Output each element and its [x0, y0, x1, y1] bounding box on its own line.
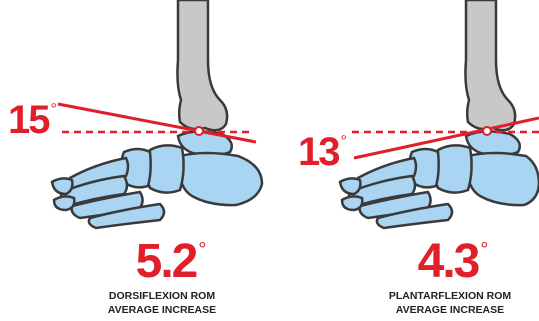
right-shin-bone: [465, 0, 515, 130]
right-angle-degree: °: [341, 133, 345, 150]
left-angle-value: 15: [8, 98, 49, 142]
left-toes: [52, 178, 72, 194]
right-caption-line1: PLANTARFLEXION ROM: [350, 289, 539, 303]
right-caption-line2: AVERAGE INCREASE: [350, 303, 539, 317]
right-rom-number: 4.3: [418, 235, 479, 288]
right-rom-degree: °: [480, 239, 486, 261]
right-rom-value: 4.3°: [402, 238, 502, 286]
right-heel: [467, 153, 539, 205]
left-caption: DORSIFLEXION ROM AVERAGE INCREASE: [62, 289, 262, 317]
left-foot-illustration: [52, 0, 262, 228]
right-angle-label: 13°: [298, 132, 345, 172]
left-angle-label: 15°: [8, 100, 55, 140]
left-caption-line2: AVERAGE INCREASE: [62, 303, 262, 317]
left-caption-line1: DORSIFLEXION ROM: [62, 289, 262, 303]
right-angle-value: 13: [298, 130, 339, 174]
right-caption: PLANTARFLEXION ROM AVERAGE INCREASE: [350, 289, 539, 317]
right-pivot-marker: [483, 127, 491, 135]
left-rom-value: 5.2°: [120, 238, 220, 286]
right-toes: [340, 178, 360, 194]
left-rom-degree: °: [198, 239, 204, 261]
left-heel: [179, 153, 262, 205]
left-shin-bone: [177, 0, 227, 130]
right-foot-illustration: [340, 0, 539, 228]
left-angle-degree: °: [51, 101, 55, 118]
left-rom-number: 5.2: [136, 235, 197, 288]
left-pivot-marker: [195, 127, 203, 135]
